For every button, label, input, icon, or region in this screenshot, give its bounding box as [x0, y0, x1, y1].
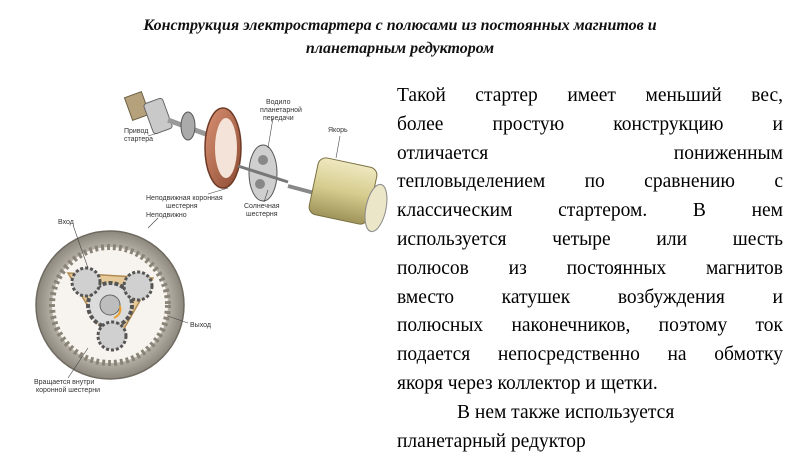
- label-vyhod: Выход: [190, 322, 211, 329]
- body-line-9: полюсных наконечников, поэтому ток: [397, 315, 783, 337]
- label-nepodvizhno: Неподвижно: [146, 212, 187, 219]
- label-planetarnoy: планетарной: [260, 106, 302, 114]
- title-line-1: Конструкция электростартера с полюсами и…: [143, 17, 657, 34]
- label-vrashaetsya: Вращается внутри: [34, 379, 94, 386]
- body-line-8: вместо катушек возбуждения и: [397, 286, 783, 308]
- label-shesternya: шестерня: [166, 203, 198, 210]
- label-koronnoy: коронной шестерни: [36, 386, 100, 394]
- label-yakor: Якорь: [328, 127, 348, 134]
- body-line-5: классическим стартером. В нем: [397, 200, 783, 222]
- body-line-2: более простую конструкцию и: [397, 113, 783, 135]
- planet-carrier: [237, 144, 289, 202]
- body-line-10: подается непосредственно на обмотку: [397, 344, 783, 366]
- label-startera: стартера: [124, 136, 153, 143]
- drive-gear-group: [123, 91, 239, 149]
- body-line-13: планетарный редуктор: [397, 430, 586, 452]
- planetary-gear-section: [35, 230, 185, 380]
- label-vhod: Вход: [58, 219, 74, 226]
- label-solnechnaya: Солнечная: [244, 203, 280, 210]
- armature: [287, 157, 388, 233]
- body-line-7: полюсов из постоянных магнитов: [397, 257, 783, 279]
- label-shesternya2: шестерня: [246, 211, 278, 218]
- starter-illustration: Привод стартера Водило планетарной перед…: [34, 91, 388, 394]
- body-line-3: отличается пониженным: [397, 142, 783, 164]
- title-line-2: планетарным редуктором: [305, 40, 495, 57]
- body-line-4: тепловыделением по сравнению с: [397, 171, 783, 193]
- body-line-6: используется четыре или шесть: [397, 228, 783, 250]
- body-line-12: В нем также используется: [457, 401, 675, 423]
- body-text: Такой стартер имеет меньший вес, более п…: [397, 82, 783, 456]
- label-vodilo: Водило: [266, 99, 291, 106]
- body-line-1: Такой стартер имеет меньший вес,: [397, 85, 783, 106]
- label-privod: Привод: [124, 128, 148, 135]
- ring-gear: [204, 107, 242, 189]
- body-line-11: якоря через коллектор и щетки.: [397, 372, 658, 394]
- slide-title: Конструкция электростартера с полюсами и…: [40, 14, 760, 60]
- label-nepodv-koron: Неподвижная коронная: [146, 195, 223, 202]
- label-peredachi: передачи: [263, 115, 294, 122]
